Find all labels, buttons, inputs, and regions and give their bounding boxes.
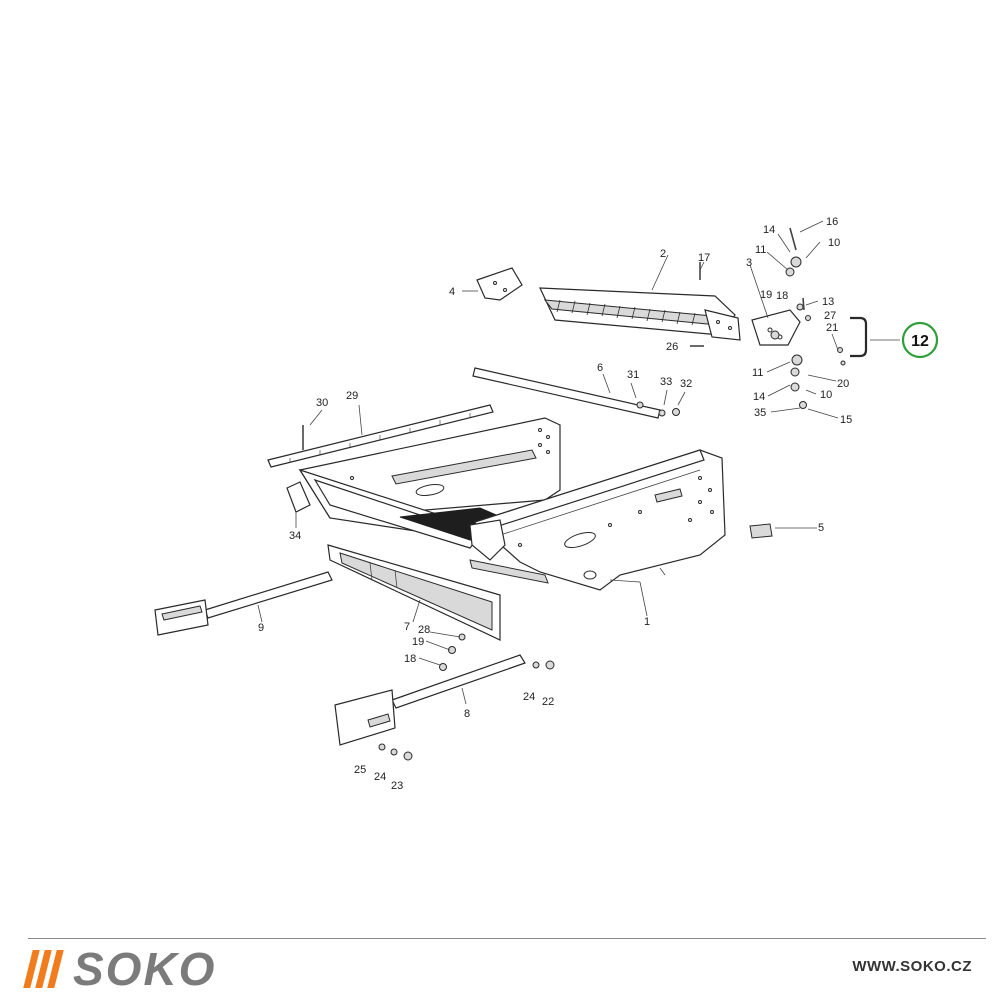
callout-26: 26 — [666, 341, 678, 353]
support-arm-8 — [334, 654, 526, 746]
highlight-ring — [901, 321, 939, 359]
callout-33: 33 — [660, 376, 672, 388]
callout-19b: 19 — [412, 636, 424, 648]
callout-18a: 18 — [776, 290, 788, 302]
callout-13: 13 — [822, 296, 834, 308]
callout-18b: 18 — [404, 653, 416, 665]
callout-25: 25 — [354, 764, 366, 776]
grate-beam — [539, 287, 741, 341]
block-part — [749, 523, 773, 539]
long-strip — [267, 404, 494, 468]
screen-frame — [327, 544, 501, 641]
callout-35: 35 — [754, 407, 766, 419]
corner-bracket — [286, 481, 311, 513]
callout-10a: 10 — [828, 237, 840, 249]
callout-21: 21 — [826, 322, 838, 334]
hopper-body — [298, 417, 726, 591]
brand-bars-icon — [23, 950, 64, 988]
callout-8: 8 — [464, 708, 470, 720]
callout-27: 27 — [824, 310, 836, 322]
callout-34: 34 — [289, 530, 301, 542]
callout-10b: 10 — [820, 389, 832, 401]
callout-labels: 1 2 3 4 5 6 7 8 9 10 10 11 11 13 14 14 1… — [258, 216, 852, 792]
callout-29: 29 — [346, 390, 358, 402]
callout-24b: 24 — [374, 771, 386, 783]
exploded-parts-diagram: 1 2 3 4 5 6 7 8 9 10 10 11 11 13 14 14 1… — [154, 216, 939, 792]
callout-17: 17 — [698, 252, 710, 264]
callout-24a: 24 — [523, 691, 535, 703]
callout-3: 3 — [746, 257, 752, 269]
support-arm-9 — [154, 571, 333, 636]
hardware — [302, 227, 846, 761]
leader-lines — [257, 220, 900, 705]
callout-7: 7 — [404, 621, 410, 633]
footer-divider — [28, 938, 986, 939]
website-link[interactable]: WWW.SOKO.CZ — [852, 958, 972, 975]
highlighted-callout-12[interactable]: 12 — [901, 321, 939, 359]
callout-23: 23 — [391, 780, 403, 792]
flat-bar — [472, 367, 661, 419]
callout-5: 5 — [818, 522, 824, 534]
small-plate — [476, 267, 523, 301]
callout-2: 2 — [660, 248, 666, 260]
callout-11a: 11 — [755, 244, 766, 256]
callout-1: 1 — [644, 616, 650, 628]
callout-4: 4 — [449, 286, 455, 298]
callout-12: 12 — [911, 333, 929, 350]
callout-31: 31 — [627, 369, 639, 381]
callout-14a: 14 — [763, 224, 775, 236]
handle — [850, 316, 868, 358]
callout-28: 28 — [418, 624, 430, 636]
callout-32: 32 — [680, 378, 692, 390]
callout-16: 16 — [826, 216, 838, 228]
callout-30: 30 — [316, 397, 328, 409]
callout-15: 15 — [840, 414, 852, 426]
callout-6: 6 — [597, 362, 603, 374]
callout-22: 22 — [542, 696, 554, 708]
callout-14b: 14 — [753, 391, 765, 403]
callout-11b: 11 — [752, 367, 763, 379]
bracket-plate — [751, 309, 801, 346]
callout-9: 9 — [258, 622, 264, 634]
brand-name: SOKO — [73, 943, 217, 995]
brand-logo: SOKO — [23, 943, 217, 995]
callout-20: 20 — [837, 378, 849, 390]
callout-19a: 19 — [760, 289, 772, 301]
